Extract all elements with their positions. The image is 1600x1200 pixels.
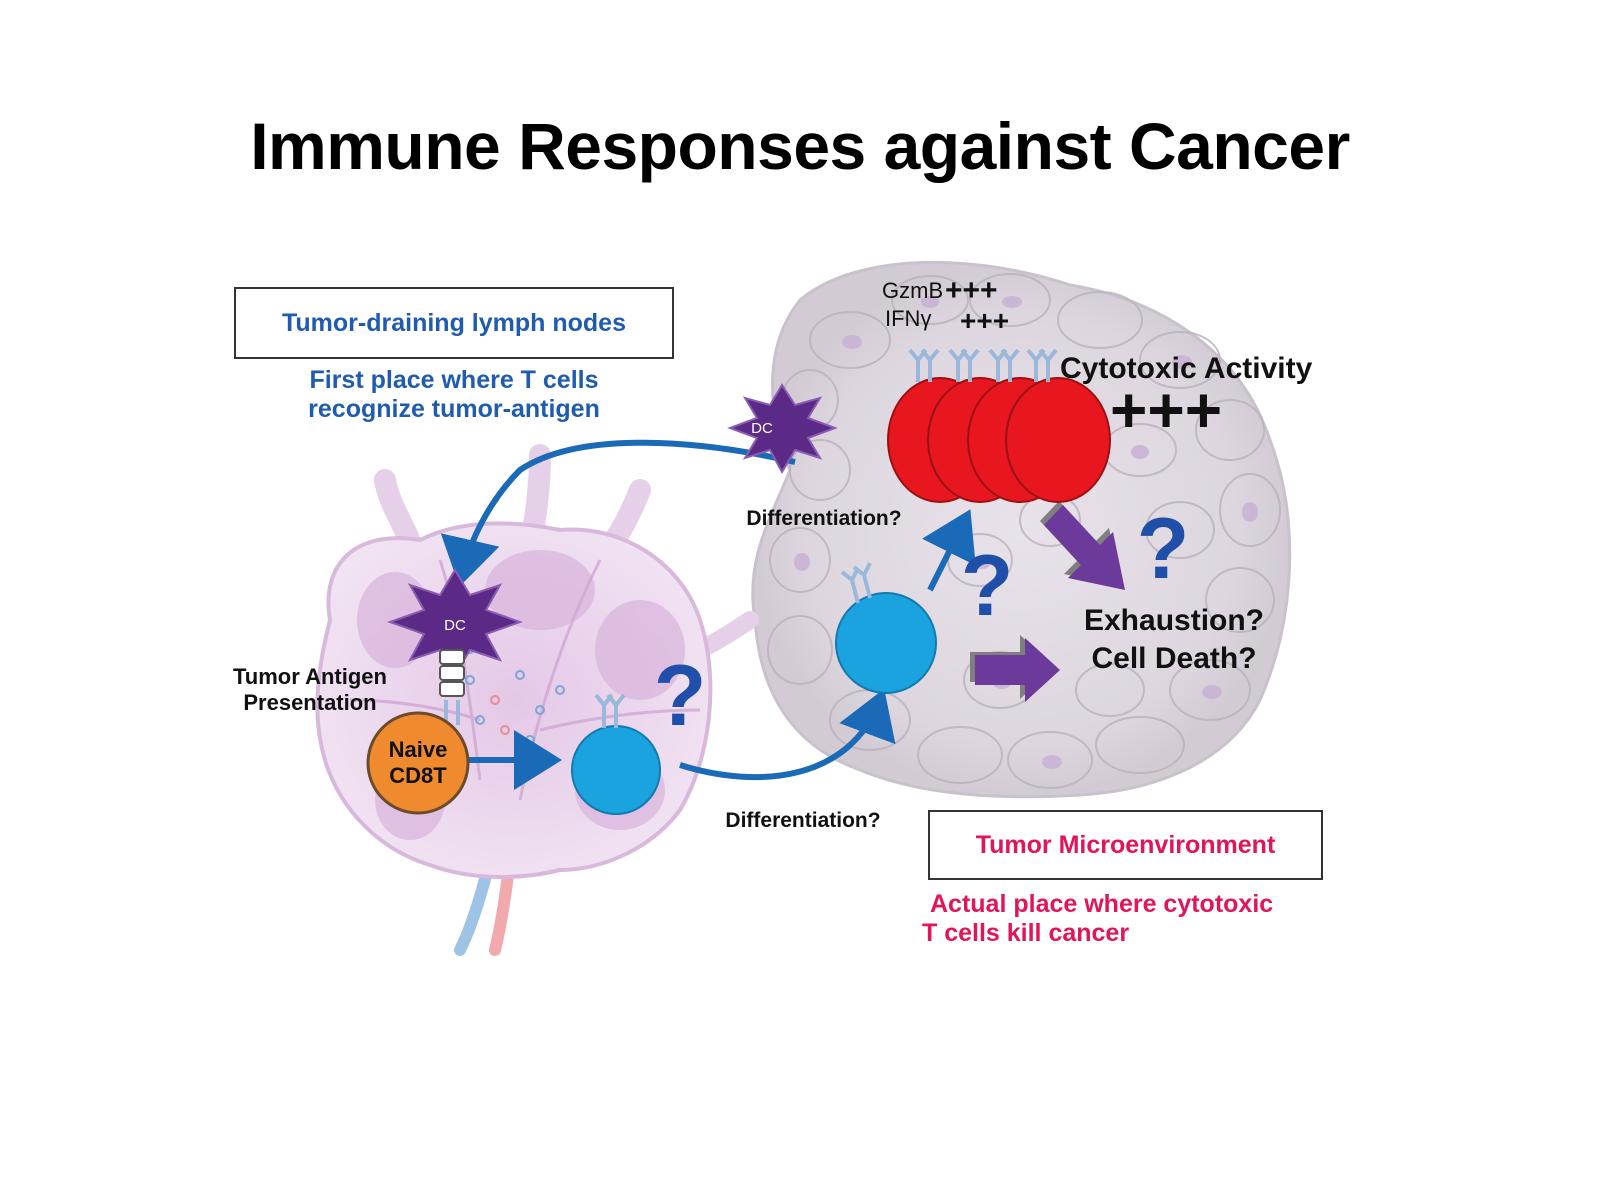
exhaustion-label: Exhaustion? [1084, 604, 1264, 637]
question-mark-tumor-center: ? [961, 538, 1014, 634]
dc-label-lymph: DC [444, 617, 466, 634]
tumor-note-line1: Actual place where cytotoxic [930, 890, 1274, 918]
tumor-microenvironment-label-box: Tumor Microenvironment [928, 810, 1323, 880]
gzmb-level: +++ [945, 274, 998, 307]
lymph-node-note-line2: recognize tumor-antigen [308, 395, 600, 423]
tcr-receptor-tumor [840, 562, 872, 604]
ifng-level: +++ [960, 305, 1009, 336]
exhaustion-arrow-bottom [970, 635, 1060, 702]
mhc-tcr-complex [439, 649, 465, 725]
cytotoxic-cell-4 [1005, 377, 1111, 503]
gzmb-label: GzmB [882, 278, 943, 303]
exhaustion-arrow-top [1040, 501, 1125, 590]
antigen-presentation-line1: Tumor Antigen [233, 664, 387, 689]
lymph-node-note-line1: First place where T cells [309, 366, 599, 394]
migration-to-tumor-arrow [679, 688, 896, 781]
lymph-node-label-box: Tumor-draining lymph nodes [234, 287, 674, 359]
tumor-microenvironment-note: Actual place where cytotoxic T cells kil… [900, 890, 1380, 948]
naive-label-line2: CD8T [389, 763, 447, 788]
dc-migration-arrow [440, 439, 796, 587]
cytotoxic-t-cells [887, 348, 1111, 503]
antigen-presentation-line2: Presentation [243, 690, 377, 715]
activated-t-cell-lymph [571, 725, 661, 815]
ifng-label: IFNγ [885, 306, 931, 331]
dendritic-cell-tumor [727, 383, 838, 475]
differentiation-label-bottom: Differentiation? [725, 809, 880, 832]
page-title: Immune Responses against Cancer [250, 109, 1350, 183]
tcr-receptor-lymph [594, 693, 626, 728]
naive-cd8t-cell [366, 711, 470, 815]
cell-death-label: Cell Death? [1091, 642, 1256, 675]
differentiation-arrow [922, 509, 976, 592]
dc-label-tumor: DC [751, 420, 773, 437]
tumor-note-line2: T cells kill cancer [922, 919, 1130, 947]
differentiation-label-top: Differentiation? [746, 507, 901, 530]
antigen-presentation-label: Tumor Antigen Presentation [210, 664, 410, 716]
cytotoxic-activity-label: Cytotoxic Activity [1060, 352, 1313, 385]
naive-label-line1: Naive [389, 737, 448, 762]
tcr-receptors-cytotoxic [908, 348, 1058, 382]
question-mark-lymph: ? [654, 648, 707, 744]
lymph-node-note: First place where T cells recognize tumo… [230, 366, 678, 424]
tumor-cell-pattern [767, 273, 1281, 789]
cytotoxic-activity-level: +++ [1110, 374, 1222, 446]
t-cell-tumor [835, 592, 937, 694]
question-mark-tumor-right: ? [1137, 501, 1190, 597]
